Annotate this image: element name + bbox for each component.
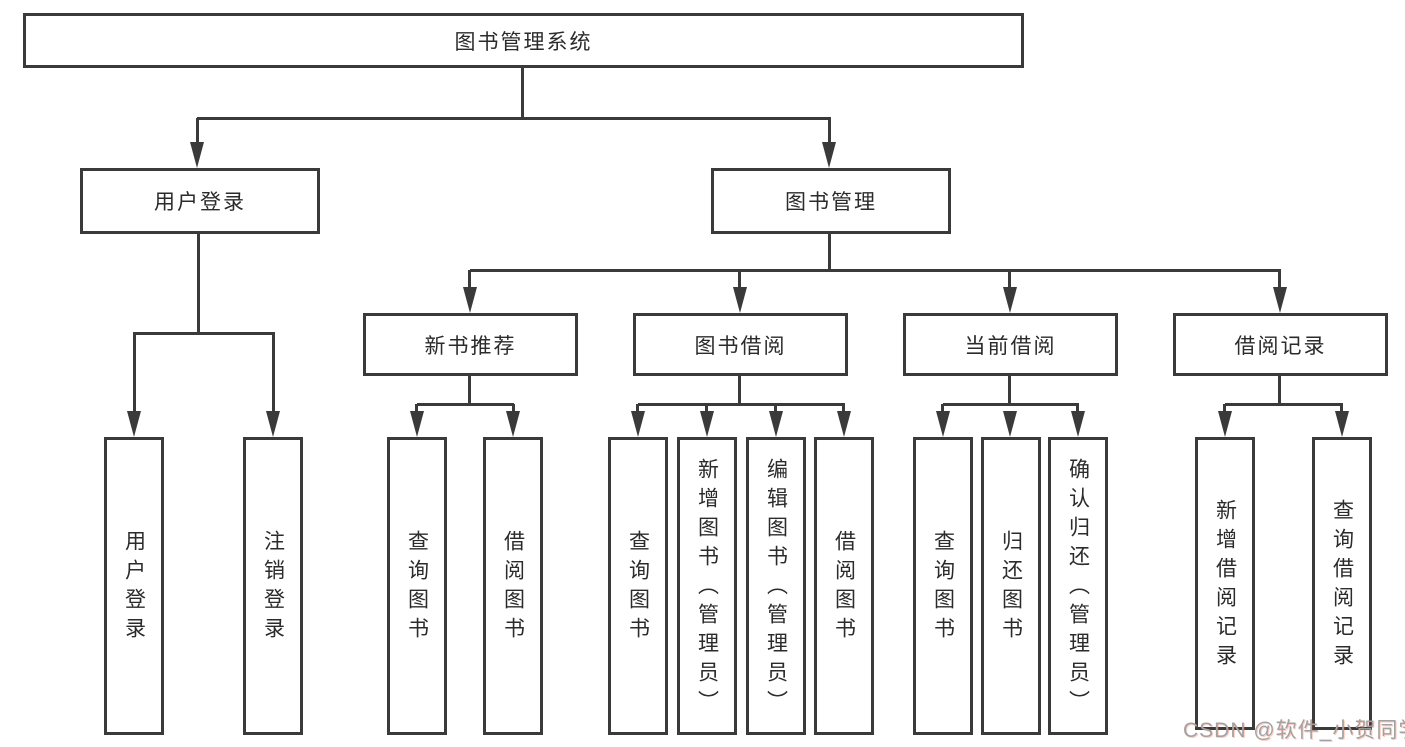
node-borrow-books-recommend: 借阅图书 xyxy=(483,437,543,735)
node-new-book-recommendation: 新书推荐 xyxy=(363,313,578,376)
down-arrowhead-icon xyxy=(506,411,520,437)
node-query-books-recommend: 查询图书 xyxy=(387,437,447,735)
node-book-borrowing: 图书借阅 xyxy=(633,313,848,376)
connector-line xyxy=(468,270,471,290)
connector-line xyxy=(636,404,639,414)
connector-line xyxy=(272,333,275,413)
down-arrowhead-icon xyxy=(700,411,714,437)
node-query-books-current: 查询图书 xyxy=(913,437,973,735)
node-query-books-borrow: 查询图书 xyxy=(608,437,668,735)
connector-line xyxy=(941,404,944,414)
down-arrowhead-icon xyxy=(822,142,836,168)
down-arrowhead-icon xyxy=(266,411,280,437)
connector-line xyxy=(417,403,514,406)
node-edit-books-admin: 编辑图书（管理员） xyxy=(746,437,806,735)
connector-line xyxy=(470,269,1281,272)
down-arrowhead-icon xyxy=(1003,411,1017,437)
down-arrowhead-icon xyxy=(1335,411,1349,437)
down-arrowhead-icon xyxy=(769,411,783,437)
connector-line xyxy=(828,234,831,272)
down-arrowhead-icon xyxy=(1071,411,1085,437)
connector-line xyxy=(638,403,845,406)
connector-line xyxy=(512,404,515,414)
down-arrowhead-icon xyxy=(1003,287,1017,313)
connector-line xyxy=(828,118,831,146)
connector-line xyxy=(1278,376,1281,406)
down-arrowhead-icon xyxy=(1273,287,1287,313)
connector-line xyxy=(133,333,136,413)
node-return-books: 归还图书 xyxy=(981,437,1041,735)
down-arrowhead-icon xyxy=(463,287,477,313)
node-query-borrow-record: 查询借阅记录 xyxy=(1312,437,1372,730)
node-user-login-action: 用户登录 xyxy=(104,437,164,735)
connector-line xyxy=(1278,270,1281,290)
connector-line xyxy=(197,234,200,335)
node-confirm-return-admin: 确认归还（管理员） xyxy=(1048,437,1108,735)
connector-line xyxy=(1076,404,1079,414)
down-arrowhead-icon xyxy=(127,411,141,437)
node-logout-action: 注销登录 xyxy=(243,437,303,735)
node-current-borrowing: 当前借阅 xyxy=(903,313,1118,376)
down-arrowhead-icon xyxy=(1218,411,1232,437)
connector-line xyxy=(521,66,524,118)
node-user-login: 用户登录 xyxy=(80,168,320,234)
connector-line xyxy=(197,117,831,120)
node-add-borrow-record: 新增借阅记录 xyxy=(1195,437,1255,730)
connector-line xyxy=(468,376,471,406)
connector-line xyxy=(943,403,1079,406)
down-arrowhead-icon xyxy=(190,142,204,168)
connector-line xyxy=(774,404,777,414)
csdn-watermark: CSDN @软件_小贺同学 xyxy=(1183,719,1405,742)
down-arrowhead-icon xyxy=(837,411,851,437)
connector-line xyxy=(1225,403,1343,406)
down-arrowhead-icon xyxy=(936,411,950,437)
down-arrowhead-icon xyxy=(733,287,747,313)
node-borrowing-records: 借阅记录 xyxy=(1173,313,1388,376)
node-borrow-books: 借阅图书 xyxy=(814,437,874,735)
node-library-management-system: 图书管理系统 xyxy=(23,13,1024,68)
down-arrowhead-icon xyxy=(631,411,645,437)
node-book-management: 图书管理 xyxy=(711,168,951,234)
connector-line xyxy=(842,404,845,414)
connector-line xyxy=(738,376,741,406)
connector-line xyxy=(705,404,708,414)
connector-line xyxy=(415,404,418,414)
connector-line xyxy=(1340,404,1343,414)
connector-line xyxy=(196,118,199,146)
connector-line xyxy=(133,332,275,335)
node-add-books-admin: 新增图书（管理员） xyxy=(677,437,737,735)
down-arrowhead-icon xyxy=(410,411,424,437)
connector-line xyxy=(1008,376,1011,406)
connector-line xyxy=(1008,270,1011,290)
connector-line xyxy=(738,270,741,290)
connector-line xyxy=(1223,404,1226,414)
